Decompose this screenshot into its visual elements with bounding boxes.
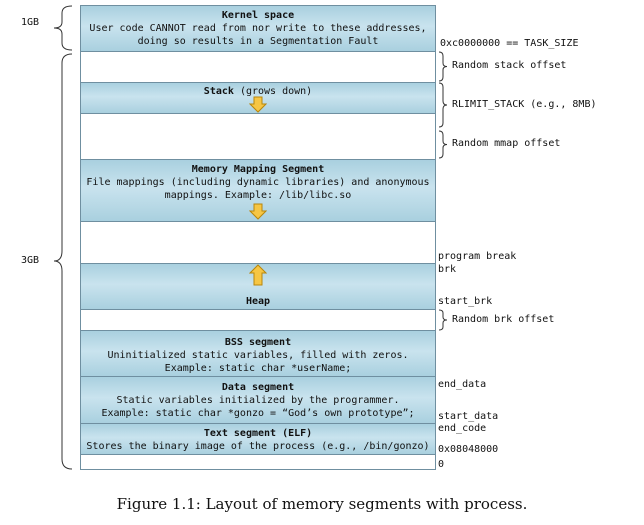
kernel-size-label: 1GB [21, 17, 40, 28]
random-mmap-gap [80, 113, 436, 159]
heap-segment: Heap [80, 263, 436, 309]
heap-title: Heap [245, 296, 271, 307]
end-code-label: end_code [438, 423, 487, 434]
random-mmap-offset-label: Random mmap offset [452, 138, 561, 149]
start-data-label: start_data [438, 411, 499, 422]
data-segment-line1: Static variables initialized by the prog… [116, 395, 400, 406]
stack-down-arrow-icon [249, 96, 267, 113]
random-stack-brace-icon [438, 51, 448, 82]
rlimit-stack-brace-icon [438, 82, 448, 128]
stack-title: Stack [203, 86, 234, 97]
mmap-line1: File mappings (including dynamic librari… [86, 177, 430, 188]
zero-address-label: 0 [438, 459, 445, 470]
mmap-line2: mappings. Example: /lib/libc.so [164, 190, 352, 201]
figure-caption: Figure 1.1: Layout of memory segments wi… [116, 495, 528, 513]
low-address-gap [80, 454, 436, 469]
bottom-border [80, 469, 436, 470]
random-brk-brace-icon [438, 309, 448, 331]
random-brk-offset-label: Random brk offset [452, 314, 555, 325]
kernel-space-line2: doing so results in a Segmentation Fault [137, 36, 379, 47]
random-brk-gap [80, 309, 436, 330]
random-mmap-brace-icon [438, 130, 448, 159]
end-data-label: end_data [438, 379, 487, 390]
mmap-title: Memory Mapping Segment [191, 164, 325, 175]
text-start-address-label: 0x08048000 [438, 444, 499, 455]
kernel-size-brace-icon [53, 5, 73, 51]
random-stack-gap [80, 51, 436, 82]
heap-up-arrow-icon [249, 264, 267, 286]
bss-title: BSS segment [224, 337, 292, 348]
start-brk-label: start_brk [438, 296, 493, 307]
data-segment-title: Data segment [221, 382, 295, 393]
user-size-brace-icon [53, 53, 73, 470]
kernel-space-line1: User code CANNOT read from nor write to … [89, 23, 427, 34]
stack-note: (grows down) [239, 86, 313, 97]
bss-line1: Uninitialized static variables, filled w… [107, 350, 409, 361]
kernel-space-title: Kernel space [221, 10, 295, 21]
bss-segment: BSS segment Uninitialized static variabl… [80, 330, 436, 376]
task-size-label: 0xc0000000 == TASK_SIZE [440, 38, 579, 49]
bss-line2: Example: static char *userName; [164, 363, 352, 374]
mmap-down-arrow-icon [249, 203, 267, 220]
data-segment-line2: Example: static char *gonzo = “God’s own… [101, 408, 415, 419]
user-size-label: 3GB [21, 255, 40, 266]
text-segment-line1: Stores the binary image of the process (… [86, 441, 430, 452]
random-stack-offset-label: Random stack offset [452, 60, 567, 71]
kernel-space-segment: Kernel space User code CANNOT read from … [80, 5, 436, 51]
program-break-label: program break [438, 251, 517, 262]
data-segment: Data segment Static variables initialize… [80, 376, 436, 423]
text-segment-title: Text segment (ELF) [203, 428, 313, 439]
text-segment: Text segment (ELF) Stores the binary ima… [80, 423, 436, 454]
brk-label: brk [438, 264, 457, 275]
unmapped-gap [80, 221, 436, 263]
rlimit-stack-label: RLIMIT_STACK (e.g., 8MB) [452, 99, 597, 110]
